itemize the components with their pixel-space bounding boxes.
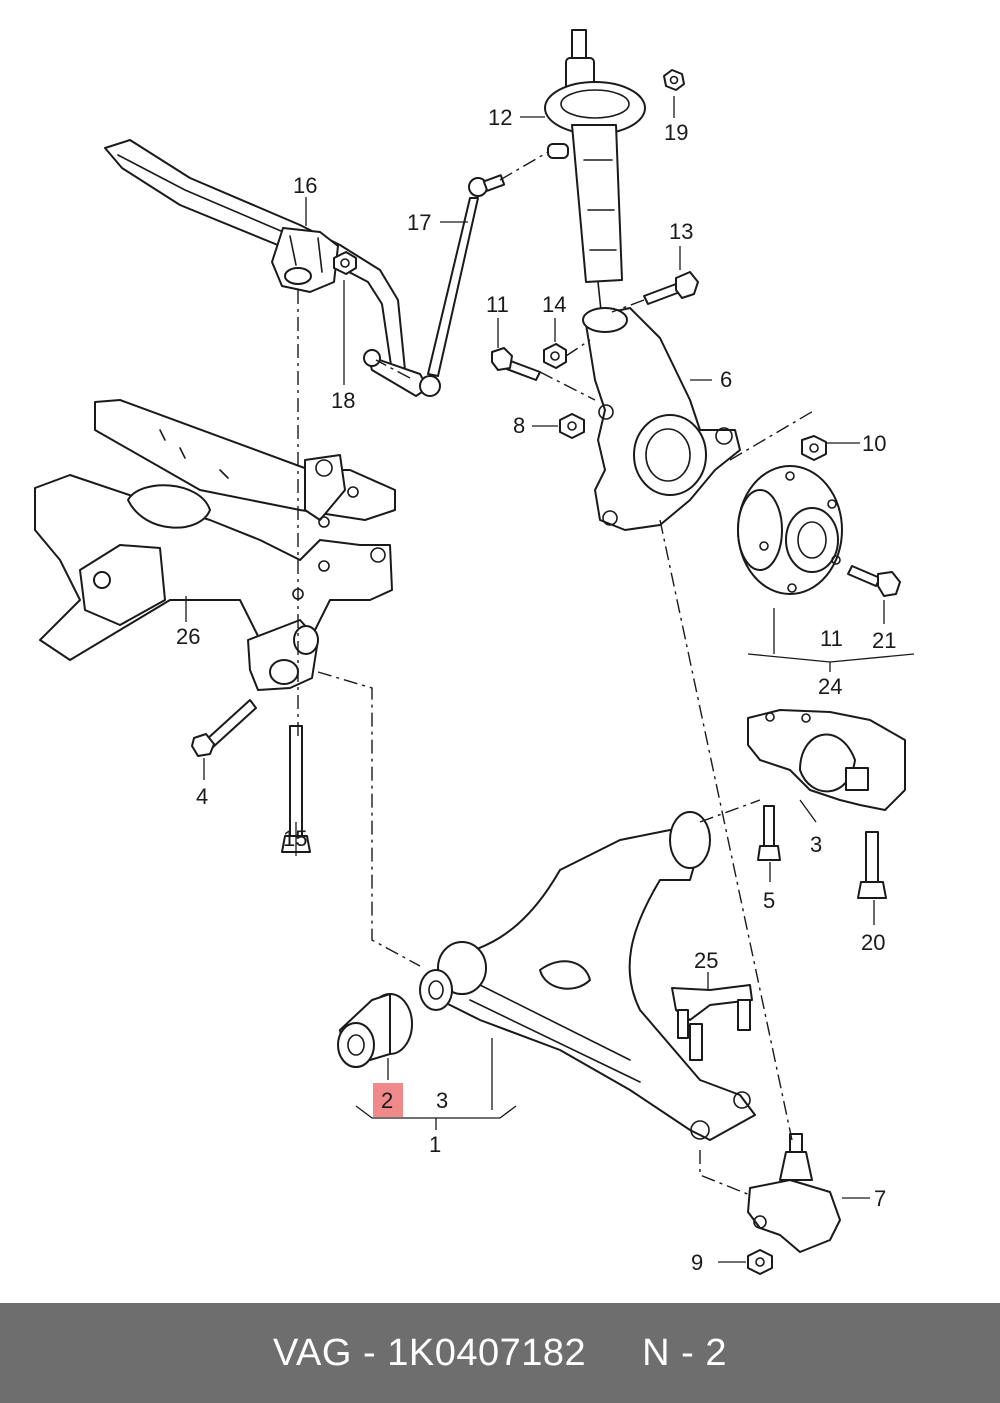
- position-label: N - 2: [642, 1331, 727, 1374]
- wheel-hub: [737, 465, 843, 595]
- callout-26[interactable]: 26: [176, 624, 200, 649]
- strut: [544, 29, 646, 321]
- nut-10: [801, 435, 827, 461]
- nut-8: [559, 413, 585, 439]
- brand-label: VAG: [273, 1331, 352, 1374]
- callout-8[interactable]: 8: [513, 413, 525, 438]
- callout-3-right[interactable]: 3: [810, 832, 822, 857]
- callout-9[interactable]: 9: [691, 1250, 703, 1275]
- nut-14: [543, 343, 567, 369]
- wheel-bearing-housing: [582, 307, 741, 531]
- callout-5[interactable]: 5: [763, 888, 775, 913]
- brand-separator: -: [351, 1331, 388, 1374]
- control-arm: [419, 811, 756, 1141]
- callout-2-highlight: [373, 1083, 403, 1117]
- bracket-25: [671, 984, 753, 1061]
- callout-10[interactable]: 10: [862, 431, 886, 456]
- bolt-4: [191, 699, 257, 757]
- callout-2[interactable]: 2: [381, 1088, 393, 1113]
- bolt-20: [857, 831, 887, 899]
- bearing-bracket: [747, 709, 906, 811]
- callout-13[interactable]: 13: [669, 219, 693, 244]
- stabilizer-bar: [104, 139, 406, 373]
- callout-19[interactable]: 19: [664, 120, 688, 145]
- callout-17[interactable]: 17: [407, 210, 431, 235]
- suspension-exploded-diagram: 1 2 3 3 4 5 6 7 8 9 10 11 11 12 13 14 15…: [34, 29, 915, 1275]
- part-number: 1K0407182: [387, 1331, 587, 1374]
- callout-7[interactable]: 7: [874, 1186, 886, 1211]
- part-info-bar: VAG - 1K0407182 N - 2: [0, 1303, 1000, 1403]
- bolt-11: [491, 347, 541, 381]
- callout-20[interactable]: 20: [861, 930, 885, 955]
- callout-25[interactable]: 25: [694, 948, 718, 973]
- bolt-5: [757, 805, 781, 861]
- stabilizer-bracket: [271, 227, 339, 293]
- callout-12[interactable]: 12: [488, 105, 512, 130]
- leader-lines: [185, 96, 915, 1263]
- callout-3-bottom[interactable]: 3: [436, 1088, 448, 1113]
- callout-11-top[interactable]: 11: [486, 292, 509, 317]
- assembly-lines: [297, 151, 816, 1196]
- bolt-13: [643, 271, 699, 305]
- callout-11-hub[interactable]: 11: [820, 626, 843, 651]
- callout-16[interactable]: 16: [293, 173, 317, 198]
- nut-19: [663, 69, 685, 91]
- callout-labels: 1 2 3 3 4 5 6 7 8 9 10 11 11 12 13 14 15…: [176, 105, 896, 1275]
- nut-18: [333, 251, 357, 275]
- coupling-rod: [363, 174, 506, 397]
- bushing-2: [337, 993, 413, 1068]
- callout-15[interactable]: 15: [283, 826, 307, 851]
- callout-6[interactable]: 6: [720, 367, 732, 392]
- callout-24[interactable]: 24: [818, 674, 842, 699]
- callout-18[interactable]: 18: [331, 388, 355, 413]
- bolt-21: [847, 565, 901, 597]
- nut-9: [747, 1249, 773, 1275]
- callout-4[interactable]: 4: [196, 784, 208, 809]
- callout-21[interactable]: 21: [872, 628, 896, 653]
- callout-1[interactable]: 1: [429, 1132, 441, 1157]
- ball-joint: [747, 1133, 841, 1253]
- callout-14[interactable]: 14: [542, 292, 566, 317]
- subframe: [34, 399, 396, 691]
